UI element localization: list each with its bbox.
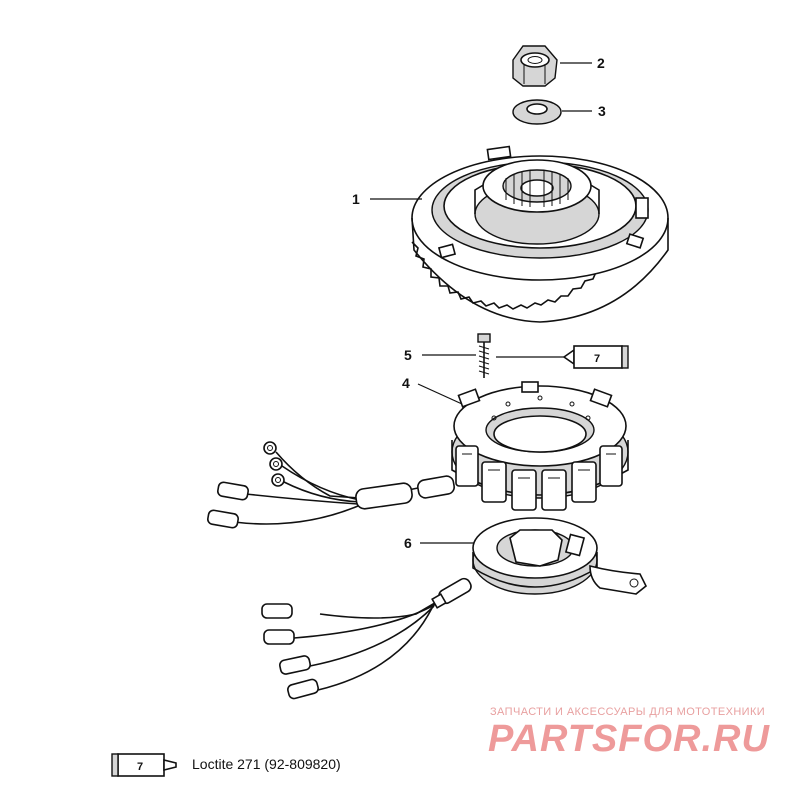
part-screw xyxy=(477,333,491,378)
callout-3: 3 xyxy=(562,103,606,119)
part-trigger-plate xyxy=(472,517,648,595)
svg-text:6: 6 xyxy=(404,535,412,551)
part-flywheel xyxy=(411,145,669,323)
sealant-tube-number: 7 xyxy=(594,353,600,365)
svg-text:3: 3 xyxy=(598,103,606,119)
svg-text:1: 1 xyxy=(352,191,360,207)
sealant-tube-icon: 7 xyxy=(496,345,629,369)
part-nut xyxy=(512,45,558,87)
part-stator xyxy=(451,381,629,511)
stator-wire-harness xyxy=(207,441,455,529)
legend-tube-icon: 7 xyxy=(111,753,177,777)
part-washer xyxy=(512,99,562,125)
svg-text:2: 2 xyxy=(597,55,605,71)
trigger-wire-harness xyxy=(261,577,472,700)
svg-text:4: 4 xyxy=(402,375,410,391)
callout-5: 5 xyxy=(404,347,476,363)
legend-text: Loctite 271 (92-809820) xyxy=(192,756,341,772)
callout-4: 4 xyxy=(402,375,463,405)
svg-text:5: 5 xyxy=(404,347,412,363)
watermark-logo: PARTSFOR.RU xyxy=(488,718,770,760)
callout-2: 2 xyxy=(560,55,605,71)
callout-1: 1 xyxy=(352,191,422,207)
watermark-tagline: ЗАПЧАСТИ И АКСЕССУАРЫ ДЛЯ МОТОТЕХНИКИ xyxy=(490,706,766,718)
callout-6: 6 xyxy=(404,535,474,551)
svg-text:7: 7 xyxy=(137,761,143,773)
